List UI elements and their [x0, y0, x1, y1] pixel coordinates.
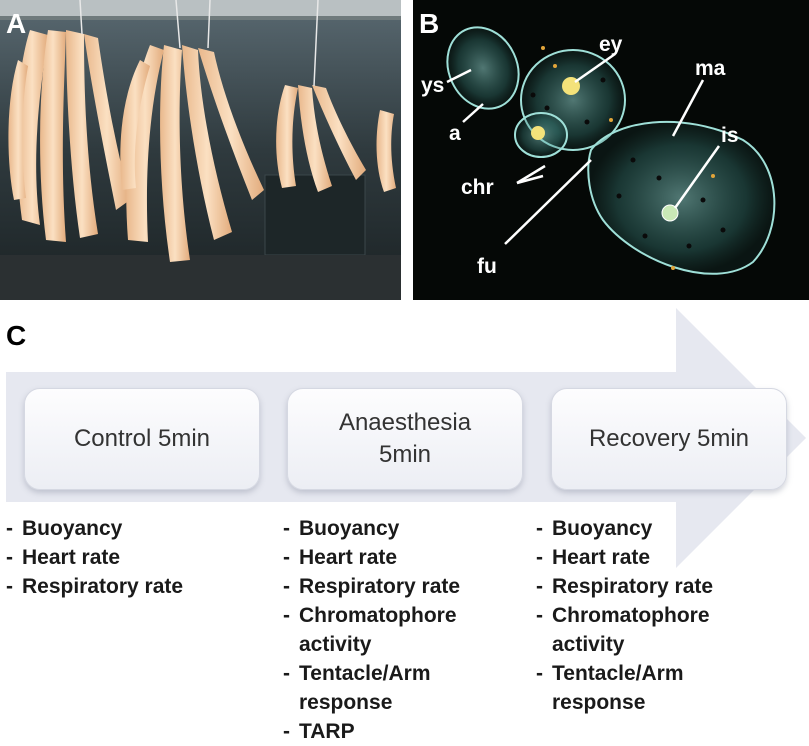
list-item: -Heart rate: [536, 546, 651, 569]
anaesthesia-measurements-list: -Buoyancy -Heart rate -Respiratory rate …: [283, 514, 460, 746]
list-item: -Tentacle/Arm response: [536, 662, 684, 714]
step-recovery: Recovery 5min: [551, 388, 787, 490]
label-pointer-lines: [446, 52, 721, 245]
label-fu: fu: [477, 255, 497, 278]
egg-mass-left: [8, 30, 130, 242]
egg-mass-right: [276, 85, 396, 192]
label-chr: chr: [461, 176, 494, 199]
list-item: -Respiratory rate: [6, 575, 184, 598]
list-item: -Respiratory rate: [536, 575, 714, 598]
panel-a-letter: A: [6, 8, 26, 39]
label-a: a: [449, 122, 461, 145]
step-anaesthesia: Anaesthesia 5min: [287, 388, 523, 490]
squid-hatchling-photo: ys a ey ma is chr fu B: [413, 0, 809, 300]
control-measurements-list: -Buoyancy -Heart rate -Respiratory rate: [6, 514, 183, 601]
list-item: -Heart rate: [6, 546, 121, 569]
egg-mass-photo: A: [0, 0, 401, 300]
step-anaesthesia-label-line2: 5min: [378, 441, 432, 468]
step-anaesthesia-label-line1: Anaesthesia: [338, 409, 472, 436]
list-item: -Respiratory rate: [283, 575, 461, 598]
list-item: -Buoyancy: [6, 517, 123, 540]
step-control: Control 5min: [24, 388, 260, 490]
list-item: -Chromatophore activity: [536, 604, 710, 656]
list-item: -Buoyancy: [283, 517, 400, 540]
label-ys: ys: [421, 74, 444, 97]
recovery-measurements-list: -Buoyancy -Heart rate -Respiratory rate …: [536, 514, 713, 717]
egg-mass-center: [120, 45, 264, 262]
label-ey: ey: [599, 33, 623, 56]
list-item: -Tentacle/Arm response: [283, 662, 431, 714]
panel-c-letter: C: [6, 320, 27, 351]
label-ma: ma: [695, 57, 726, 80]
label-is: is: [721, 124, 739, 147]
list-item: -Heart rate: [283, 546, 398, 569]
list-item: -Chromatophore activity: [283, 604, 457, 656]
list-item: -Buoyancy: [536, 517, 653, 540]
step-control-label: Control 5min: [73, 425, 211, 452]
list-item: -TARP: [283, 720, 355, 743]
panel-b-letter: B: [419, 8, 439, 39]
step-recovery-label: Recovery 5min: [588, 425, 750, 452]
